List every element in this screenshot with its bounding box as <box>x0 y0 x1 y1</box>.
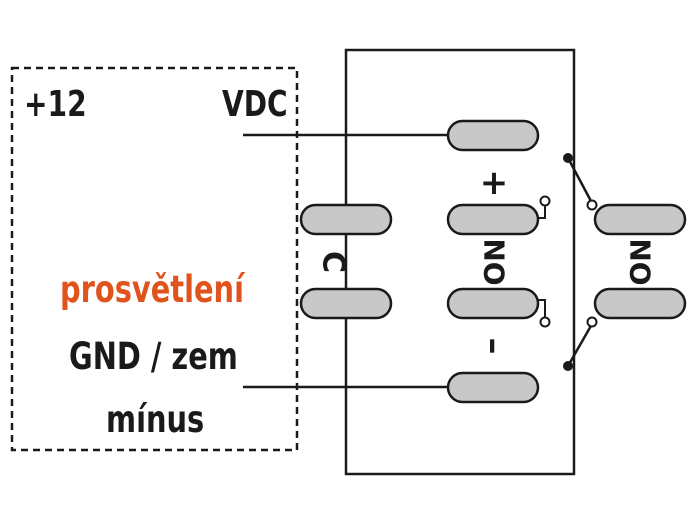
backlight-label: prosvětlení <box>60 268 244 311</box>
supply-voltage-label: VDC <box>222 84 288 125</box>
terminal-label-no-outer: NO <box>624 238 657 285</box>
terminal-label-plus: + <box>480 163 509 203</box>
pin-plus <box>446 119 540 152</box>
terminal-label-common: C <box>316 251 351 273</box>
upper-switch-lever <box>566 157 594 204</box>
switch-housing <box>344 48 576 476</box>
pin-outer-no-top <box>593 203 687 236</box>
upper-switch-contact <box>586 199 598 211</box>
minus-label: mínus <box>106 398 205 441</box>
terminal-label-no-inner: NO <box>478 238 511 285</box>
pin-common-top <box>299 203 393 236</box>
inner-no-bottom-contact <box>539 316 551 328</box>
terminal-label-minus: – <box>474 338 514 355</box>
supply-positive-label: +12 <box>24 84 87 125</box>
pin-inner-no-top <box>446 203 540 236</box>
lower-switch-contact <box>586 316 598 328</box>
pin-common-bottom <box>299 287 393 320</box>
upper-switch-pivot <box>563 153 573 163</box>
backlight-module-box <box>10 66 299 452</box>
pin-inner-no-bottom <box>446 287 540 320</box>
ground-label: GND / zem <box>69 335 238 378</box>
lower-switch-lever <box>566 323 594 367</box>
pin-minus <box>446 371 540 404</box>
pin-outer-no-bottom <box>593 287 687 320</box>
inner-no-top-contact <box>539 195 551 207</box>
lower-switch-pivot <box>563 361 573 371</box>
